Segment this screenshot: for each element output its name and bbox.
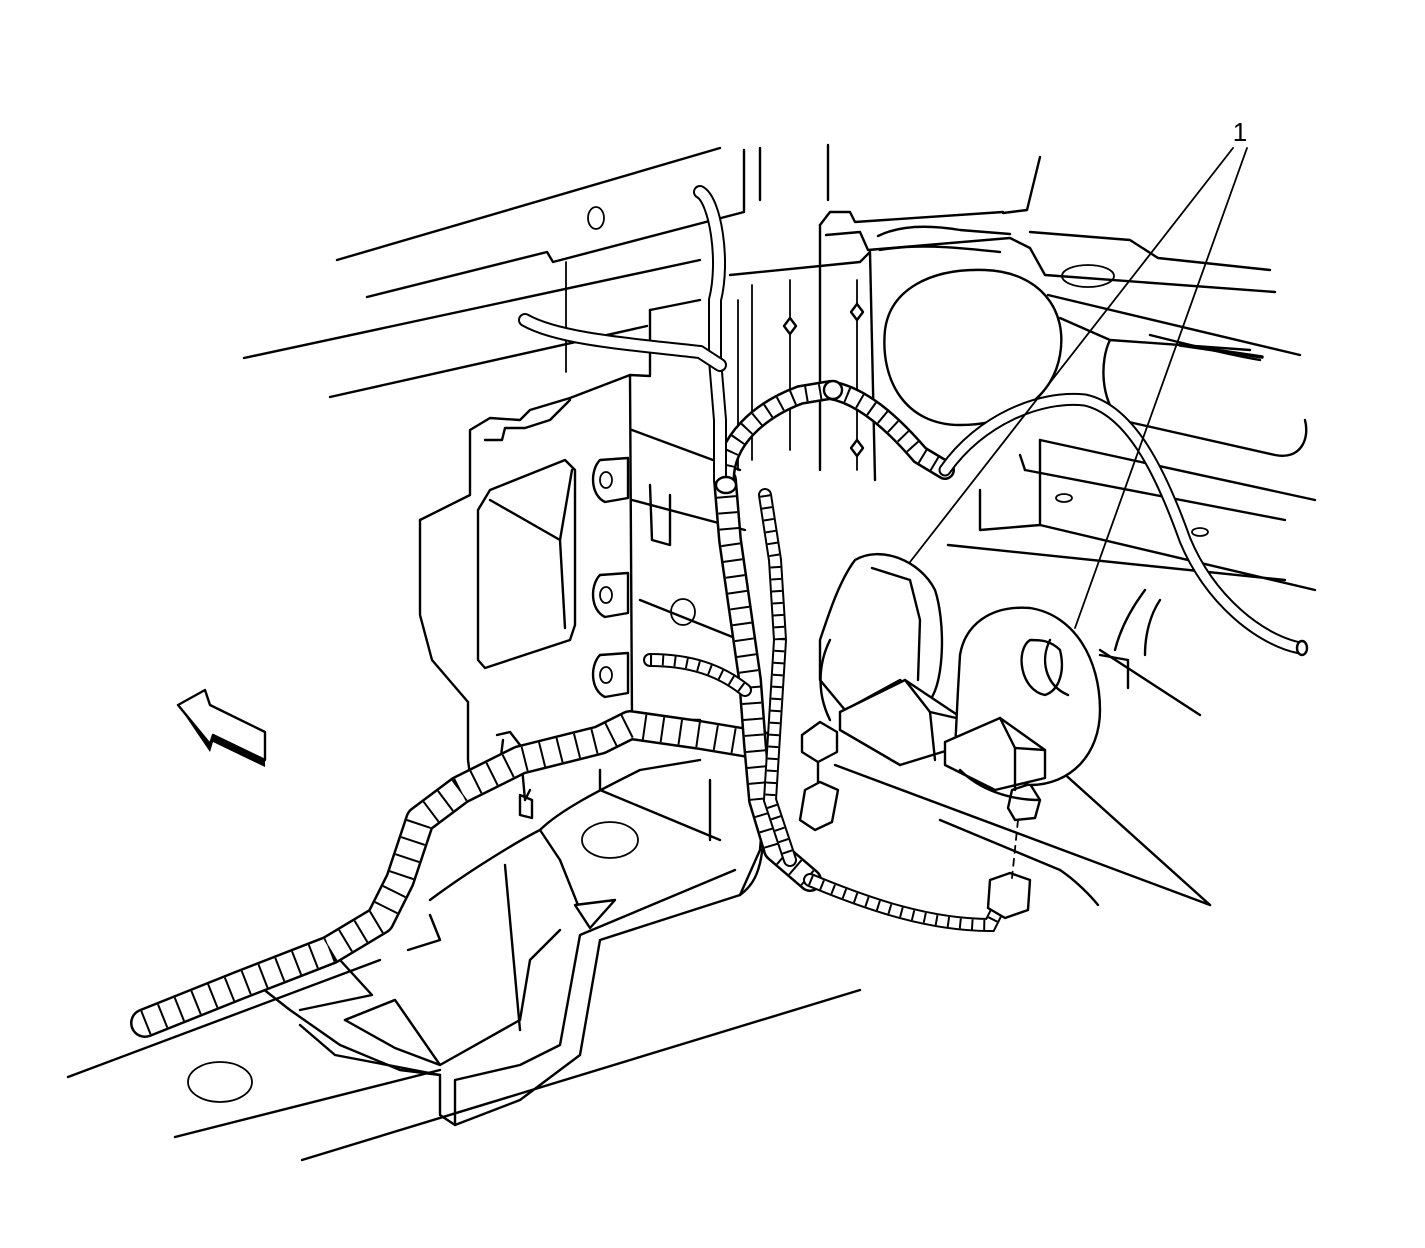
front-direction-arrow-icon (176, 688, 267, 767)
round-opening (883, 268, 1063, 427)
harness-connectors (798, 720, 1042, 920)
right-side-rails (833, 438, 1317, 907)
horn-left (818, 552, 967, 767)
lower-frame-rail (66, 730, 862, 1162)
upper-body-panel-lines (242, 143, 1042, 399)
wiring-harness (130, 185, 1309, 1038)
callout-leader-line (909, 147, 1234, 563)
horn-right (943, 606, 1102, 802)
left-bracket-plate (418, 298, 747, 792)
center-vertical-panel (728, 223, 877, 482)
callout-1: 1 (909, 117, 1248, 629)
callout-label: 1 (1233, 117, 1247, 147)
callout-leader-line (1074, 147, 1248, 629)
